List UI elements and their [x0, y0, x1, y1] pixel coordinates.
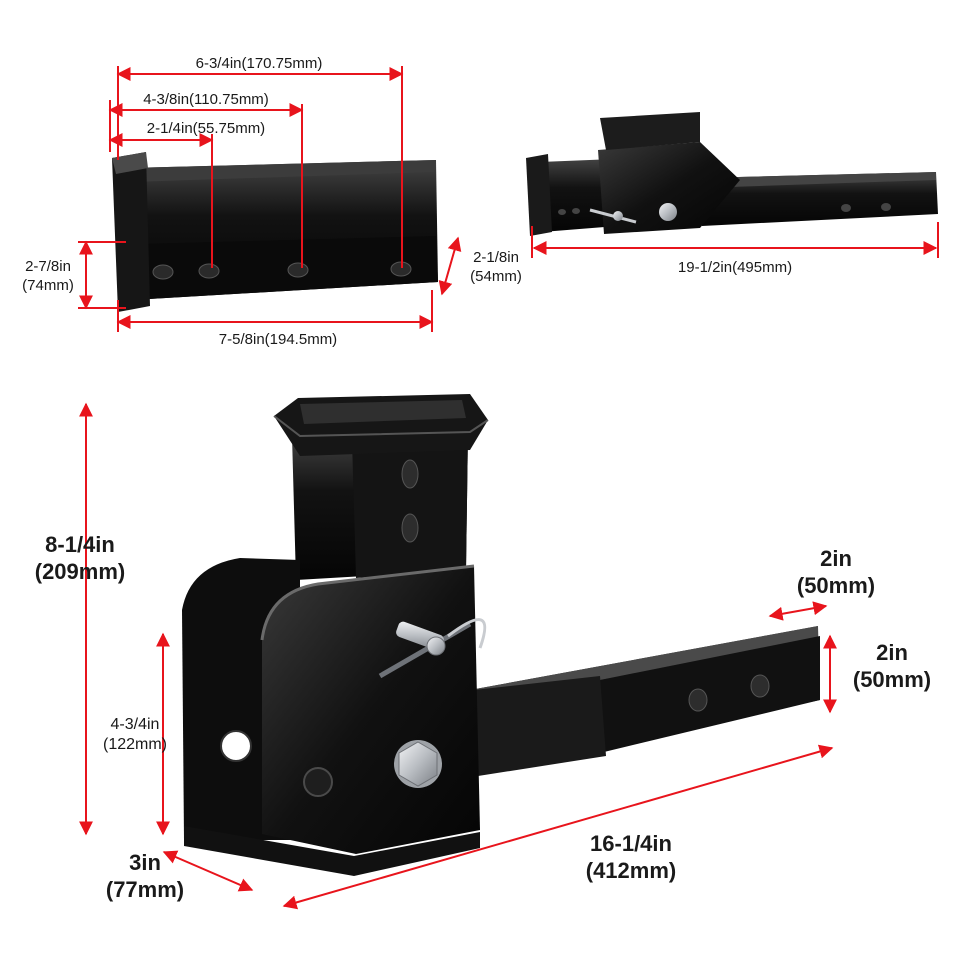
- label-total-length-mm: (412mm): [586, 858, 676, 883]
- label-tube-height-main-in: 2in: [876, 640, 908, 665]
- main-tube-hole-2: [750, 674, 770, 698]
- tr-pin-head: [613, 211, 623, 221]
- label-total-height-in: 8-1/4in: [45, 532, 115, 557]
- label-tube-height-mm: (54mm): [470, 268, 522, 285]
- main-bracket-hole: [303, 767, 333, 797]
- label-total-length-in: 16-1/4in: [590, 831, 672, 856]
- main-bolt: [394, 740, 442, 788]
- main-front-bracket: [262, 566, 480, 854]
- label-hole3-from-end: 6-3/4in(170.75mm): [196, 55, 323, 72]
- receiver-collar: [112, 152, 150, 312]
- main-receiver-front: [352, 432, 468, 578]
- main-receiver-opening: [300, 400, 466, 424]
- top-right-product-view: [526, 112, 938, 236]
- tr-short-hole-1: [558, 209, 566, 215]
- main-product-view: [182, 394, 820, 876]
- dim-line-tube-height: [438, 236, 462, 296]
- main-dimensions: [79, 402, 837, 910]
- receiver-collar-lip: [112, 152, 148, 174]
- label-total-height-mm: (209mm): [35, 559, 125, 584]
- tr-short-hole-2: [572, 208, 580, 214]
- top-left-dimensions: [78, 66, 462, 332]
- main-tube-hole-1: [688, 688, 708, 712]
- label-tube-height-in: 2-1/8in: [473, 249, 519, 266]
- main-pin-assembly: [378, 618, 487, 679]
- clip-loop: [447, 618, 487, 649]
- main-bracket-edge-highlight: [260, 564, 475, 641]
- label-base-depth-mm: (77mm): [106, 877, 184, 902]
- label-collar-height-mm: (74mm): [22, 277, 74, 294]
- main-long-tube-face: [600, 636, 820, 752]
- tr-bolt: [659, 203, 677, 221]
- main-receiver-hole-1: [401, 459, 419, 489]
- dim-line-total-length: [282, 744, 834, 910]
- tr-bracket-back: [600, 112, 700, 150]
- main-collar-highlight: [273, 415, 489, 438]
- label-tube-width-mm: (50mm): [797, 573, 875, 598]
- hitch-pin-head: [426, 636, 446, 656]
- tr-tube-hole-2: [881, 203, 891, 211]
- label-base-depth-in: 3in: [129, 850, 161, 875]
- dim-line-tube-width: [768, 601, 828, 621]
- receiver-tube-top-edge: [128, 160, 436, 182]
- tube-hole-2: [198, 263, 220, 279]
- top-left-product-view: [112, 152, 438, 312]
- tr-tube-hole-1: [841, 204, 851, 212]
- top-left-labels: 6-3/4in(170.75mm) 4-3/8in(110.75mm) 2-1/…: [22, 55, 522, 348]
- tr-long-tube-top: [700, 172, 936, 188]
- tr-collar: [526, 154, 552, 236]
- dim-line-base-depth: [162, 850, 254, 892]
- main-labels: 8-1/4in (209mm) 4-3/4in (122mm) 3in (77m…: [35, 532, 931, 902]
- label-side-plate-in: 4-3/4in: [111, 716, 160, 733]
- label-tube-width-in: 2in: [820, 546, 852, 571]
- top-right-dimensions: [531, 222, 939, 258]
- label-tube-height-main-mm: (50mm): [853, 667, 931, 692]
- tube-hole-1: [152, 264, 174, 280]
- tube-hole-3: [287, 262, 309, 278]
- label-overall-short: 7-5/8in(194.5mm): [219, 331, 337, 348]
- label-side-plate-mm: (122mm): [103, 736, 167, 753]
- label-collar-height-in: 2-7/8in: [25, 258, 71, 275]
- tr-bracket: [598, 142, 740, 234]
- main-back-plate-hole: [220, 730, 252, 762]
- label-overall-assembled: 19-1/2in(495mm): [678, 259, 792, 276]
- receiver-tube-lower-face: [132, 236, 438, 300]
- main-weld-sleeve: [474, 676, 606, 776]
- main-receiver-hole-2: [401, 513, 419, 543]
- label-hole2-from-end: 4-3/8in(110.75mm): [143, 91, 269, 108]
- label-hole1-from-end: 2-1/4in(55.75mm): [147, 120, 265, 137]
